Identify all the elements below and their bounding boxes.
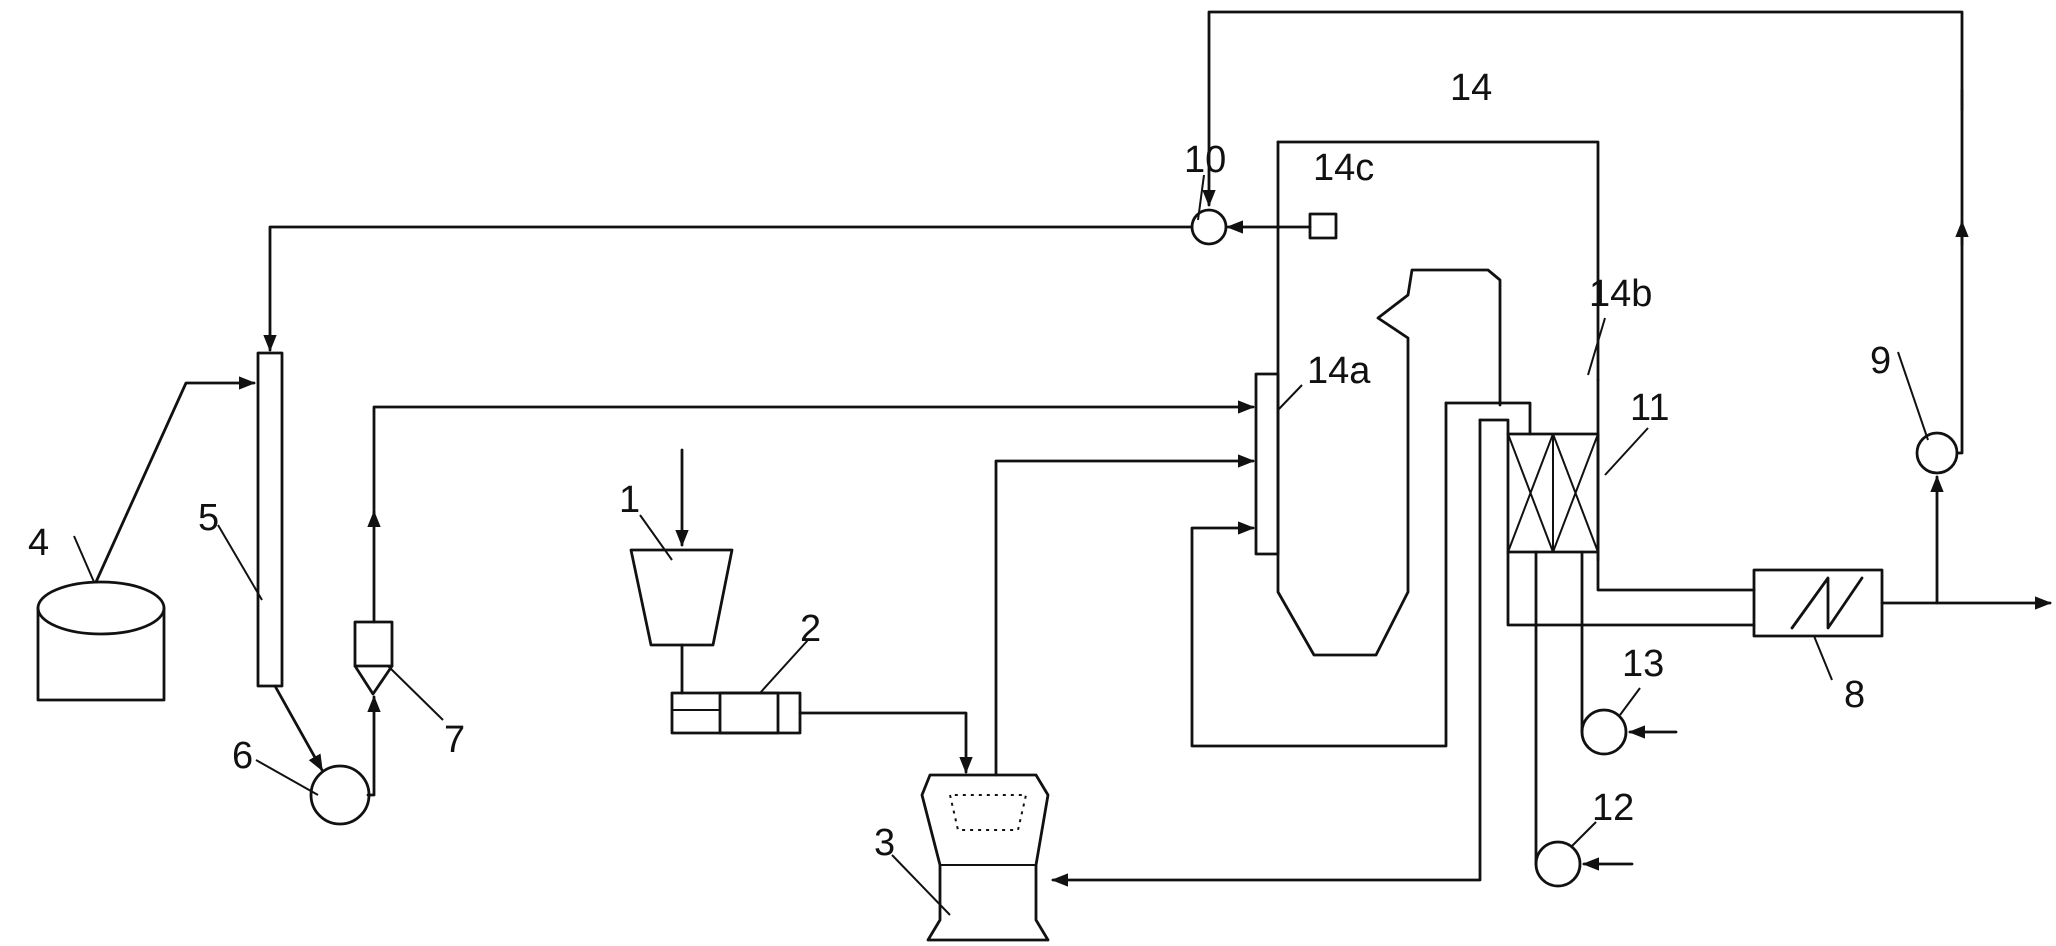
storage-tank xyxy=(36,580,166,702)
label-3: 3 xyxy=(874,822,895,864)
fan-13 xyxy=(1580,708,1628,756)
label-5: 5 xyxy=(198,497,219,539)
heater-8 xyxy=(1752,568,1884,638)
label-14b: 14b xyxy=(1589,273,1652,315)
sensor-14c xyxy=(1308,212,1338,240)
label-14: 14 xyxy=(1450,67,1492,109)
label-13: 13 xyxy=(1622,643,1664,685)
mill-3 xyxy=(920,773,1050,942)
hopper-1 xyxy=(629,548,734,647)
label-12: 12 xyxy=(1592,787,1634,829)
pump-6 xyxy=(309,764,371,826)
labels: 4 5 6 7 1 2 3 14a 14 14c 10 14b 11 9 8 1… xyxy=(28,67,1891,864)
label-11: 11 xyxy=(1630,387,1669,429)
separator-7 xyxy=(353,620,394,696)
label-9: 9 xyxy=(1870,340,1891,382)
boiler-14 xyxy=(1276,140,1600,657)
fan-10 xyxy=(1190,208,1228,246)
pump-9 xyxy=(1915,431,1959,475)
label-6: 6 xyxy=(232,735,253,777)
leader-lines xyxy=(73,174,1929,916)
fan-12 xyxy=(1534,840,1582,888)
label-10: 10 xyxy=(1184,139,1226,181)
label-2: 2 xyxy=(800,608,821,650)
piping xyxy=(94,10,2052,887)
label-1: 1 xyxy=(619,479,640,521)
heat-exchanger-11 xyxy=(1506,432,1600,554)
label-14c: 14c xyxy=(1313,147,1374,189)
column xyxy=(256,351,284,688)
label-14a: 14a xyxy=(1307,350,1371,392)
label-7: 7 xyxy=(444,719,465,761)
label-8: 8 xyxy=(1844,674,1865,716)
label-4: 4 xyxy=(28,522,49,564)
burner-14a xyxy=(1254,372,1280,556)
feeder-2 xyxy=(670,691,802,735)
